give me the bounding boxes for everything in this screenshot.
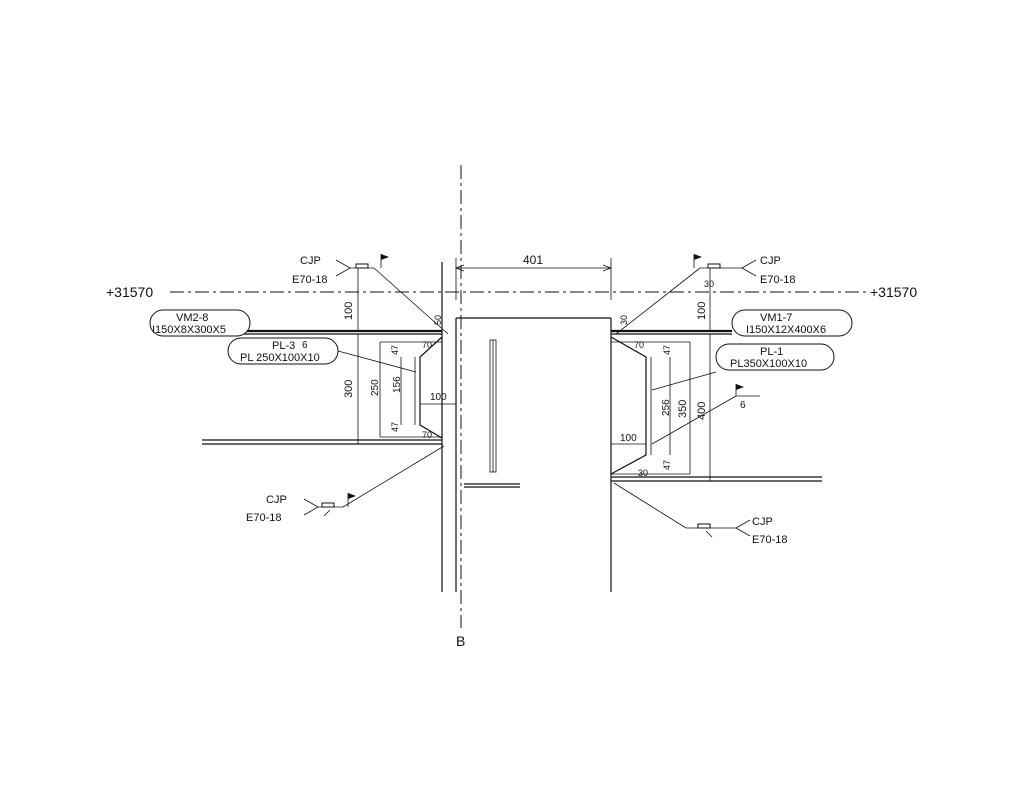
right-beam-id: VM1-7	[760, 312, 792, 324]
left-bot-weld-type: CJP	[266, 494, 287, 506]
left-beam-section: I150X8X300X5	[152, 324, 226, 336]
column-width-dimension: 401	[454, 253, 613, 300]
left-top-weld-callout: CJP E70-18	[292, 254, 449, 335]
left-beam	[202, 329, 443, 445]
left-flange-b: 47	[390, 422, 400, 432]
left-top-weld-electrode: E70-18	[292, 274, 327, 286]
right-bottom-weld-callout: CJP E70-18	[613, 482, 787, 546]
right-top-weld-type: CJP	[760, 255, 781, 267]
right-flange-a: 47	[662, 345, 672, 355]
right-flange-b: 47	[662, 460, 672, 470]
right-web-depth: 256	[661, 399, 672, 416]
left-top-offset: 100	[343, 302, 355, 320]
left-top-weld-type: CJP	[300, 255, 321, 267]
right-plate-section: PL350X100X10	[730, 358, 807, 370]
right-bot-weld-electrode: E70-18	[752, 534, 787, 546]
left-plate-id: PL-3	[272, 340, 295, 352]
right-beam-dimensions: 100 400 350 256 47 47 100 30 30 70 30	[611, 268, 714, 481]
column-width-value: 401	[523, 253, 543, 267]
right-beam-section: I150X12X400X6	[746, 324, 826, 336]
left-beam-id: VM2-8	[176, 312, 208, 324]
right-top-offset: 100	[696, 302, 708, 320]
right-plate-width: 100	[620, 433, 637, 444]
left-beam-dimensions: 100 300 250 156 47 47 100 50 70 70	[343, 268, 456, 444]
left-angle-top: 70	[422, 340, 432, 350]
elevation-right: +31570	[870, 284, 917, 300]
right-plate-tag: PL-1 PL350X100X10 6	[651, 343, 835, 445]
left-flange-a: 47	[390, 345, 400, 355]
left-plate-depth: 250	[370, 379, 381, 396]
right-beam-tag: VM1-7 I150X12X400X6	[731, 309, 853, 337]
left-beam-depth: 300	[343, 380, 355, 398]
left-weld-top-dim: 50	[433, 315, 443, 325]
left-bot-weld-electrode: E70-18	[246, 512, 281, 524]
right-top-weld-electrode: E70-18	[760, 274, 795, 286]
left-plate-tag: PL-3 6 PL 250X100X10	[227, 337, 417, 373]
right-angle-bot: 30	[638, 468, 648, 478]
column	[441, 262, 612, 592]
right-top-weld-callout: CJP E70-18	[615, 254, 795, 335]
elevation-left: +31570	[106, 284, 153, 300]
left-beam-tag: VM2-8 I150X8X300X5	[149, 309, 251, 337]
right-bot-weld-type: CJP	[752, 516, 773, 528]
left-plate-section: PL 250X100X10	[240, 352, 320, 364]
left-plate-width: 100	[430, 392, 447, 403]
grid-label: B	[456, 633, 465, 649]
right-weld-top-dim: 30	[619, 315, 629, 325]
right-weld-top-b: 30	[704, 279, 714, 289]
right-plate-depth: 350	[677, 400, 689, 418]
right-angle-top: 70	[634, 340, 644, 350]
left-angle-bot: 70	[422, 430, 432, 440]
right-beam	[610, 329, 822, 482]
left-web-depth: 156	[392, 376, 403, 393]
left-bottom-weld-callout: CJP E70-18	[246, 445, 445, 524]
right-beam-depth: 400	[696, 402, 708, 420]
left-plate-weld-size: 6	[302, 340, 308, 351]
right-plate-id: PL-1	[760, 346, 783, 358]
right-plate-weld-size: 6	[740, 400, 746, 411]
